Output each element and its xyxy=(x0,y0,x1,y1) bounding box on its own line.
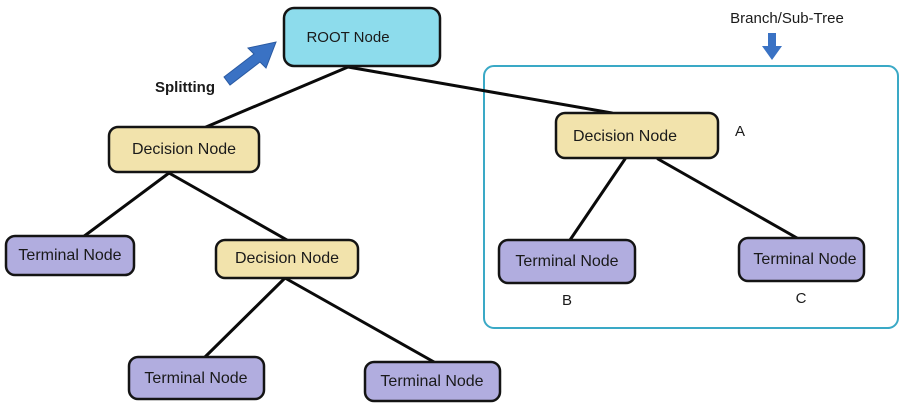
subtree-terminal-node-b: Terminal Node xyxy=(497,238,637,285)
left-decision-node-label: Decision Node xyxy=(132,141,236,158)
subtree-terminal-node-c-label: Terminal Node xyxy=(753,251,856,268)
tag-c: C xyxy=(796,290,807,307)
inner-decision-node-label: Decision Node xyxy=(235,250,339,267)
splitting-arrow-icon xyxy=(223,41,277,86)
inner-left-terminal-node-label: Terminal Node xyxy=(144,370,247,387)
inner-right-terminal-node-box xyxy=(363,360,502,403)
edge-right-decision-to-terminal-b xyxy=(568,157,627,242)
inner-right-terminal-node-label: Terminal Node xyxy=(380,373,483,390)
splitting-label: Splitting xyxy=(155,79,215,96)
tree-edges xyxy=(81,65,799,364)
inner-decision-node: Decision Node xyxy=(214,238,360,280)
edge-inner-decision-to-left-terminal xyxy=(203,276,287,359)
down-arrow-icon xyxy=(762,33,782,60)
edge-root-to-left-decision xyxy=(204,65,350,129)
root-node-label: ROOT Node xyxy=(306,29,389,46)
left-decision-node: Decision Node xyxy=(107,125,261,174)
root-node: ROOT Node xyxy=(282,6,442,68)
root-node-box xyxy=(282,6,442,68)
subtree-decision-node-label: Decision Node xyxy=(573,128,677,145)
left-decision-node-box xyxy=(107,125,261,174)
left-terminal-node: Terminal Node xyxy=(4,234,136,277)
subtree-terminal-node-b-label: Terminal Node xyxy=(515,253,618,270)
subtree-decision-node-box xyxy=(554,111,720,160)
inner-left-terminal-node-box xyxy=(127,355,266,401)
subtree-terminal-node-b-box xyxy=(497,238,637,285)
subtree-decision-node: Decision Node xyxy=(554,111,720,160)
tag-a: A xyxy=(735,123,745,140)
edge-left-decision-to-inner-decision xyxy=(167,171,289,242)
subtree-frame xyxy=(483,65,899,329)
subtree-caption: Branch/Sub-Tree xyxy=(730,10,844,27)
subtree-terminal-node-c: Terminal Node xyxy=(737,236,866,283)
inner-decision-node-box xyxy=(214,238,360,280)
edge-right-decision-to-terminal-c xyxy=(656,157,799,240)
edge-left-decision-to-terminal xyxy=(81,171,171,239)
tag-b: B xyxy=(562,292,572,309)
left-terminal-node-box xyxy=(4,234,136,277)
subtree-terminal-node-c-box xyxy=(737,236,866,283)
edge-root-to-right-decision xyxy=(346,65,614,115)
edge-inner-decision-to-right-terminal xyxy=(283,276,436,364)
left-terminal-node-label: Terminal Node xyxy=(18,247,121,264)
inner-right-terminal-node: Terminal Node xyxy=(363,360,502,403)
inner-left-terminal-node: Terminal Node xyxy=(127,355,266,401)
